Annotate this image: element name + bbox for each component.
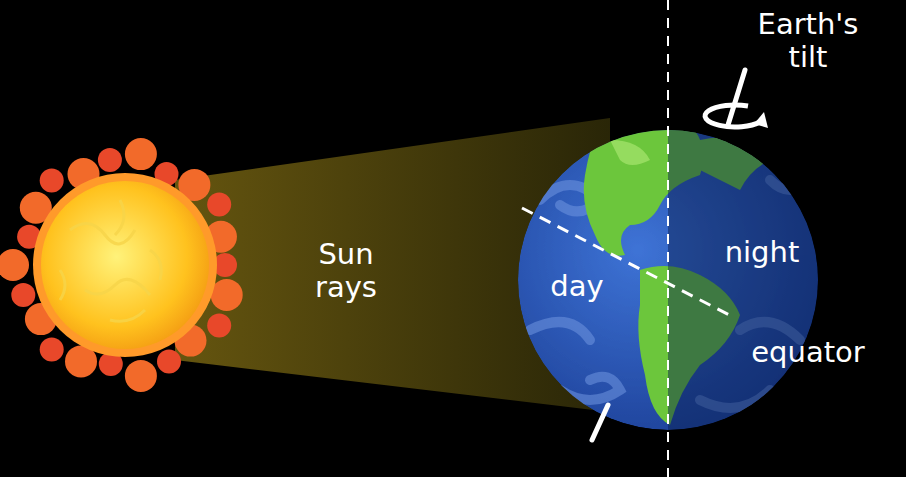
axis-bottom (592, 405, 608, 440)
day-night-line (667, 0, 669, 477)
rays-label: Sun rays (291, 238, 401, 305)
equator-line (522, 208, 735, 318)
sun (0, 138, 243, 392)
equator-label: equator (733, 336, 883, 369)
rotation-arrowhead (754, 112, 768, 128)
day-label: day (532, 270, 622, 303)
axis-top (728, 70, 745, 125)
night-label: night (702, 236, 822, 269)
earth (518, 115, 828, 440)
tilt-label: Earth's tilt (738, 8, 878, 75)
rotation-ring (705, 105, 760, 127)
